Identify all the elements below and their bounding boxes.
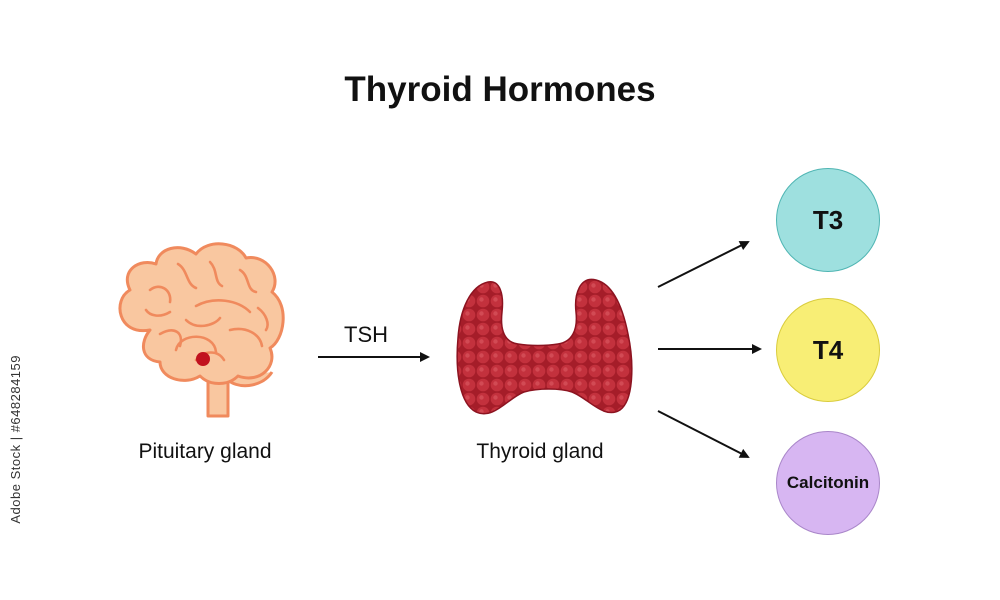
hormone-circle-t3: T3 xyxy=(776,168,880,272)
hormone-label: T4 xyxy=(812,334,844,365)
pituitary-gland-label: Pituitary gland xyxy=(138,440,272,463)
pituitary-dot xyxy=(196,352,210,366)
hormone-label: T3 xyxy=(812,204,844,235)
brain-icon xyxy=(118,242,285,418)
hormone-circle-t4: T4 xyxy=(776,298,880,402)
arrow-to-t3 xyxy=(657,241,750,288)
diagram-title: Thyroid Hormones xyxy=(344,70,656,109)
thyroid-gland-icon xyxy=(456,278,633,415)
tsh-label: TSH xyxy=(344,322,388,347)
stock-watermark: Adobe Stock | #648284159 xyxy=(8,355,23,524)
arrow-to-calcitonin xyxy=(657,410,750,458)
thyroid-gland-label: Thyroid gland xyxy=(476,440,604,463)
hormone-circle-calcitonin: Calcitonin xyxy=(776,431,880,535)
hormone-label: Calcitonin xyxy=(786,473,870,492)
